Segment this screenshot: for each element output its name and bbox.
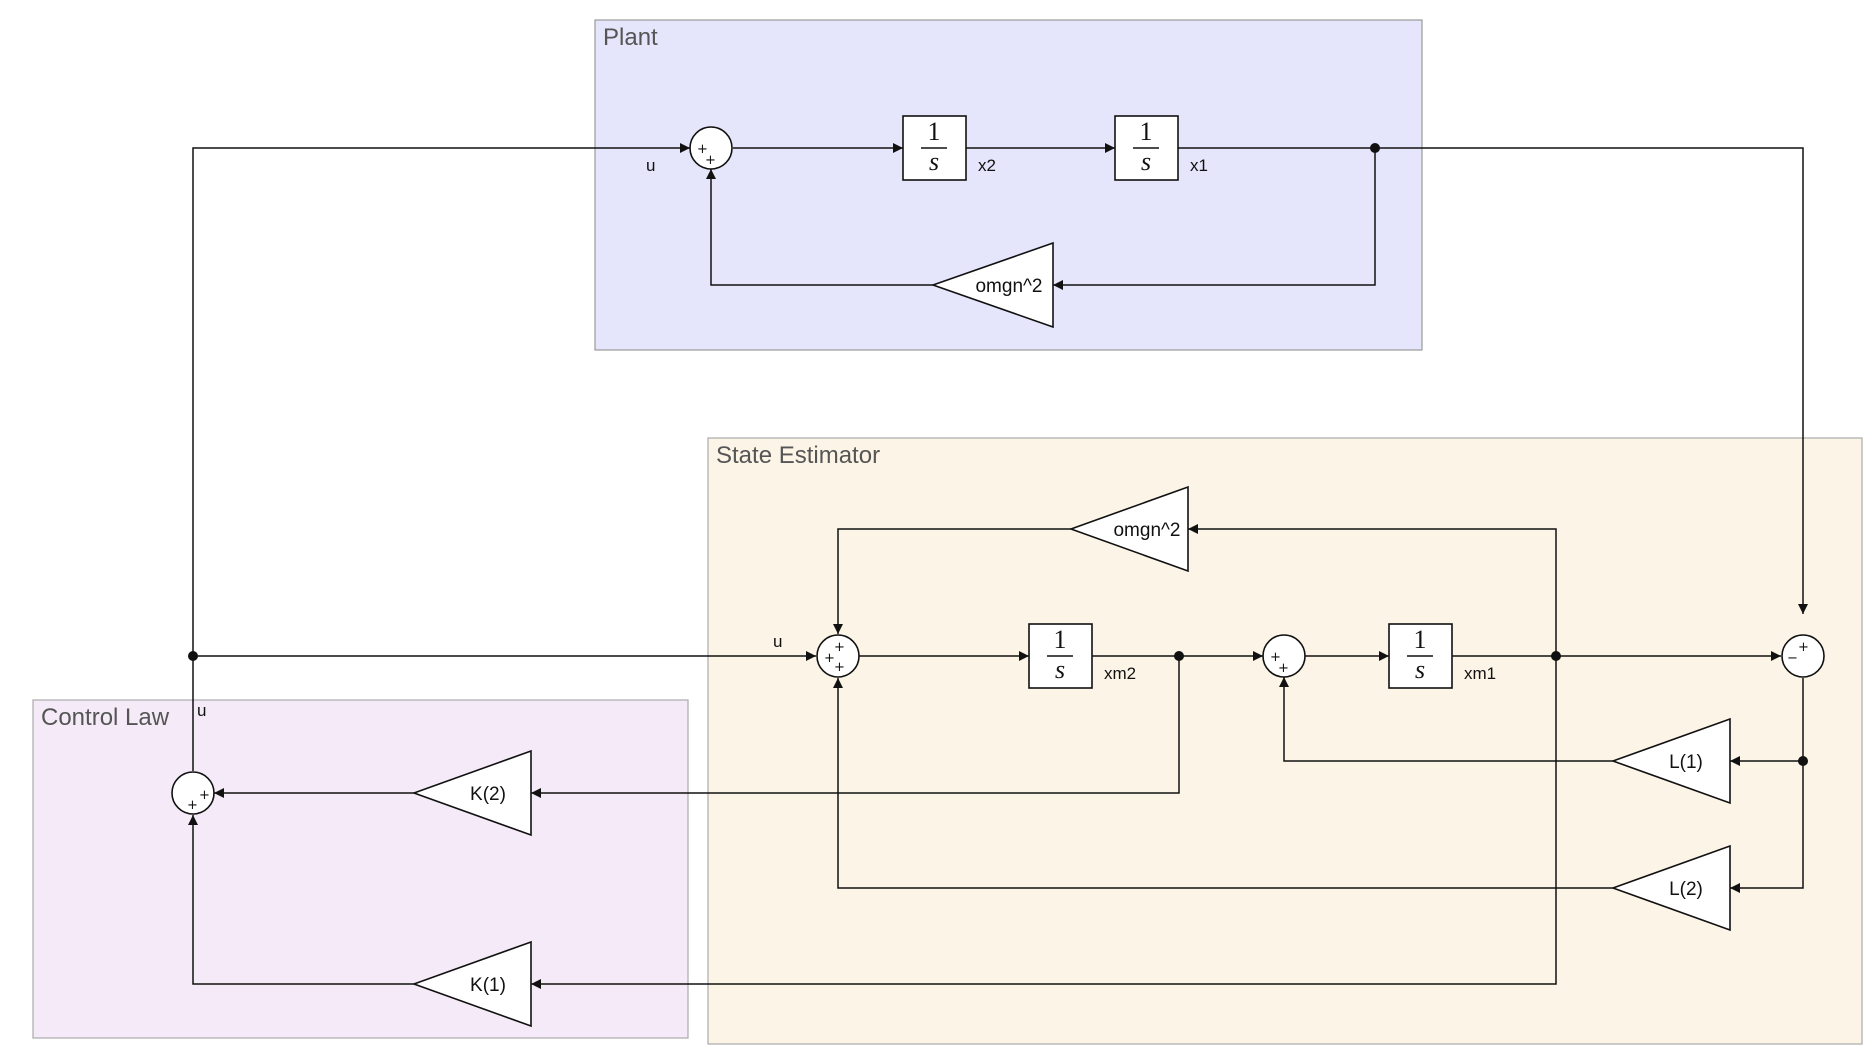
control-area[interactable]: Control Law — [32, 699, 689, 1039]
control-area-label: Control Law — [41, 704, 170, 731]
plant-omgn-gain[interactable]: omgn^2 — [930, 241, 1054, 329]
signal-label-x2: x2 — [978, 156, 996, 175]
sum-sign: + — [187, 798, 198, 813]
gain-label: omgn^2 — [1113, 520, 1180, 541]
plant-area-label: Plant — [603, 24, 658, 51]
plant-integrator-x1[interactable]: 1 s — [1114, 115, 1179, 181]
signal-label-xm1: xm1 — [1464, 664, 1496, 683]
wire-est-omgn-to-sum — [833, 528, 1071, 634]
integrator-numerator: 1 — [928, 117, 941, 146]
junction-dot — [1370, 143, 1380, 153]
signal-label-u: u — [646, 156, 655, 175]
junction-dot — [1551, 651, 1561, 661]
k1-gain[interactable]: K(1) — [411, 940, 532, 1028]
signal-label-xm2: xm2 — [1104, 664, 1136, 683]
wire-x1-feedback — [1053, 148, 1376, 290]
k2-gain[interactable]: K(2) — [411, 749, 532, 837]
estimator-omgn-gain[interactable]: omgn^2 — [1068, 485, 1189, 573]
signal-label-u: u — [197, 701, 206, 720]
integrator-numerator: 1 — [1054, 625, 1067, 654]
gain-label: K(1) — [470, 975, 506, 996]
signal-label-u: u — [773, 632, 782, 651]
estimator-integrator-xm1[interactable]: 1 s — [1388, 623, 1453, 689]
integrator-denominator: s — [1141, 147, 1151, 176]
wire-k1-to-control-sum — [188, 815, 414, 985]
gain-label: K(2) — [470, 784, 506, 805]
estimator-integrator-xm2[interactable]: 1 s — [1028, 623, 1093, 689]
sum-sign: + — [705, 153, 716, 168]
wires — [188, 143, 1808, 989]
gain-label: L(2) — [1669, 879, 1703, 900]
sum-sign: + — [697, 142, 708, 157]
plant-integrator-x2[interactable]: 1 s — [902, 115, 967, 181]
l1-gain[interactable]: L(1) — [1610, 717, 1731, 805]
plant-sum-block[interactable]: + + — [689, 126, 733, 170]
sum-sign: + — [199, 788, 210, 803]
integrator-denominator: s — [1055, 655, 1065, 684]
integrator-denominator: s — [929, 147, 939, 176]
integrator-denominator: s — [1415, 655, 1425, 684]
gain-label: omgn^2 — [975, 276, 1042, 297]
sum-sign: + — [824, 651, 835, 666]
wire-l2-to-est-sum — [833, 678, 1613, 889]
integrator-numerator: 1 — [1414, 625, 1427, 654]
junctions — [188, 143, 1808, 766]
wire-l1-to-mid-sum — [1279, 677, 1613, 762]
estimator-area-label: State Estimator — [716, 442, 880, 469]
wire-error-to-l2 — [1730, 761, 1804, 893]
sum-sign: + — [834, 660, 845, 675]
signal-label-x1: x1 — [1190, 156, 1208, 175]
wire-xm2-to-k2 — [531, 656, 1180, 798]
l2-gain[interactable]: L(2) — [1610, 844, 1731, 932]
control-sum[interactable]: + + — [171, 771, 215, 815]
junction-dot — [1798, 756, 1808, 766]
estimator-mid-sum[interactable]: + + — [1262, 634, 1306, 678]
integrator-numerator: 1 — [1140, 117, 1153, 146]
sum-sign: + — [1798, 640, 1809, 655]
sum-sign: − — [1787, 651, 1798, 666]
junction-dot — [1174, 651, 1184, 661]
wire-xm1-to-k1 — [531, 656, 1557, 989]
junction-dot — [188, 651, 198, 661]
wire-u-to-plant-sum — [192, 143, 690, 656]
sum-sign: + — [1278, 661, 1289, 676]
wire-plant-gain-to-sum — [706, 169, 933, 286]
sum-sign: + — [834, 640, 845, 655]
error-sum[interactable]: + − — [1781, 634, 1825, 678]
estimator-main-sum[interactable]: + + + — [816, 634, 860, 678]
gain-label: L(1) — [1669, 752, 1703, 773]
wire-xm1-to-omgn — [1188, 524, 1557, 656]
wire-x1-out — [1178, 147, 1808, 614]
sum-sign: + — [1270, 650, 1281, 665]
